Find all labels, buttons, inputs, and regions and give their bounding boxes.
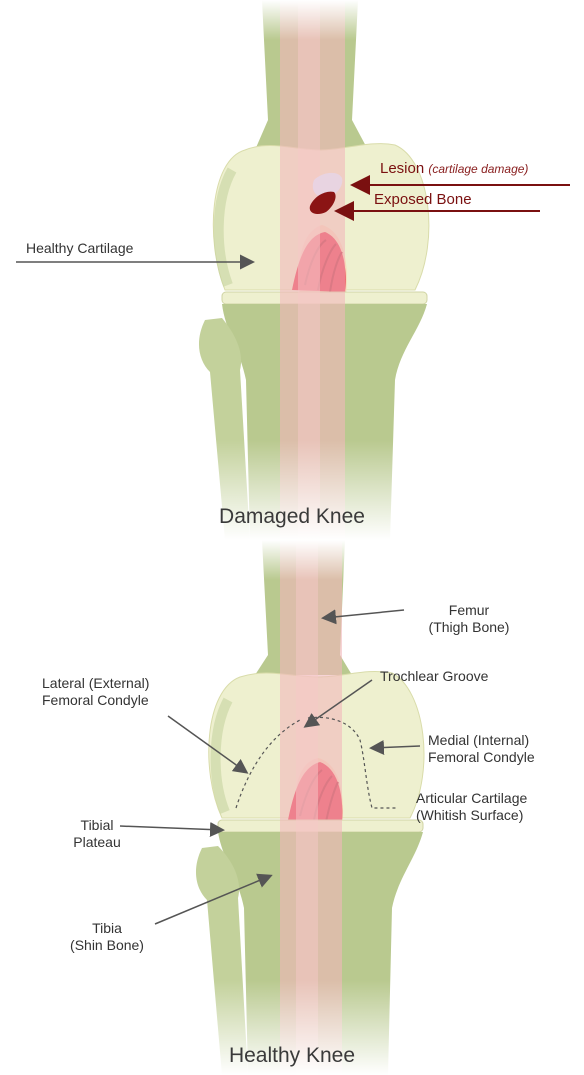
tibial-plateau-line2: Plateau xyxy=(62,834,132,851)
articular-cartilage-line2: (Whitish Surface) xyxy=(416,807,527,824)
exposed-bone-label: Exposed Bone xyxy=(374,191,472,208)
healthy-knee-caption: Healthy Knee xyxy=(0,1044,584,1068)
tibia-label-line1: Tibia xyxy=(52,920,162,937)
healthy-cartilage-label: Healthy Cartilage xyxy=(26,240,133,257)
tibia-label: Tibia (Shin Bone) xyxy=(52,920,162,954)
medial-condyle-line1: Medial (Internal) xyxy=(428,732,535,749)
lateral-condyle-line1: Lateral (External) xyxy=(42,675,149,692)
damaged-knee-figure: Lesion (cartilage damage) Exposed Bone H… xyxy=(0,0,584,540)
tibial-plateau-line1: Tibial xyxy=(62,817,132,834)
medial-condyle-line2: Femoral Condyle xyxy=(428,749,535,766)
articular-cartilage-line1: Articular Cartilage xyxy=(416,790,527,807)
lateral-condyle-label: Lateral (External) Femoral Condyle xyxy=(42,675,149,709)
lesion-label: Lesion (cartilage damage) xyxy=(380,160,528,178)
femur-label-line2: (Thigh Bone) xyxy=(414,619,524,636)
lateral-condyle-line2: Femoral Condyle xyxy=(42,692,149,709)
tibial-plateau-label: Tibial Plateau xyxy=(62,817,132,851)
lesion-note: (cartilage damage) xyxy=(428,162,528,176)
articular-cartilage-label: Articular Cartilage (Whitish Surface) xyxy=(416,790,527,824)
trochlear-groove-label: Trochlear Groove xyxy=(380,668,488,685)
damaged-knee-illustration xyxy=(0,0,584,540)
tibia-label-line2: (Shin Bone) xyxy=(52,937,162,954)
femur-label-line1: Femur xyxy=(414,602,524,619)
femur-label: Femur (Thigh Bone) xyxy=(414,602,524,636)
damaged-knee-caption: Damaged Knee xyxy=(0,505,584,529)
healthy-knee-figure: Femur (Thigh Bone) Trochlear Groove Late… xyxy=(0,540,584,1075)
medial-condyle-label: Medial (Internal) Femoral Condyle xyxy=(428,732,535,766)
